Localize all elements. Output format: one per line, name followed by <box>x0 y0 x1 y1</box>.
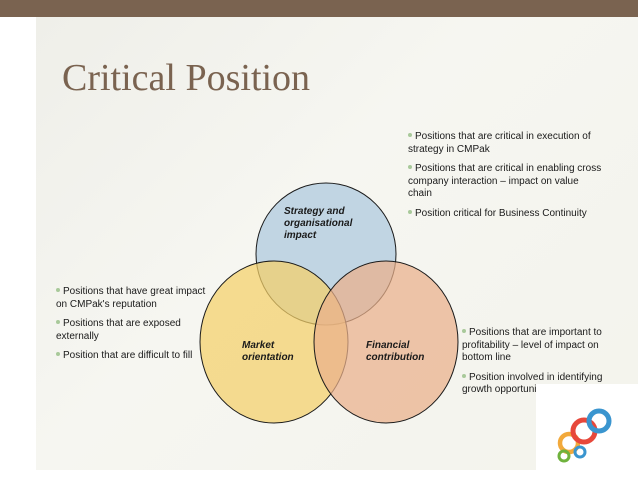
left-margin-strip <box>0 17 36 479</box>
financial-points-list: Positions that are important to profitab… <box>462 327 612 404</box>
bullet-dot-icon <box>408 165 412 170</box>
colored-rings-logo-icon <box>557 408 612 463</box>
bottom-margin-strip <box>0 470 638 479</box>
list-item: Positions that are critical in execution… <box>408 131 591 155</box>
strategy-label: Strategy and organisational impact <box>284 206 353 241</box>
list-item: Positions that are critical in enabling … <box>408 163 602 199</box>
bullet-dot-icon <box>56 320 60 325</box>
list-item: Positions that have great impact on CMPa… <box>56 286 206 310</box>
strategy-points-list: Positions that are critical in execution… <box>408 131 604 227</box>
list-item: Positions that are important to profitab… <box>462 327 602 363</box>
list-item: Position that are difficult to fill <box>56 350 206 363</box>
financial-circle <box>313 260 459 424</box>
bullet-dot-icon <box>408 209 412 214</box>
header-bar <box>0 0 638 17</box>
logo <box>536 384 638 479</box>
list-item: Position critical for Business Continuit… <box>408 208 604 221</box>
list-item: Position involved in identifying growth … <box>462 371 603 395</box>
bullet-dot-icon <box>408 133 412 138</box>
bullet-dot-icon <box>462 373 466 378</box>
bullet-dot-icon <box>56 288 60 293</box>
bullet-dot-icon <box>56 352 60 357</box>
list-item: Positions that are exposed externally <box>56 318 181 342</box>
bullet-dot-icon <box>462 329 466 334</box>
page-title: Critical Position <box>62 57 311 99</box>
market-points-list: Positions that have great impact on CMPa… <box>56 286 206 370</box>
market-label: Market orientation <box>242 340 294 363</box>
financial-label: Financial contribution <box>366 340 425 363</box>
